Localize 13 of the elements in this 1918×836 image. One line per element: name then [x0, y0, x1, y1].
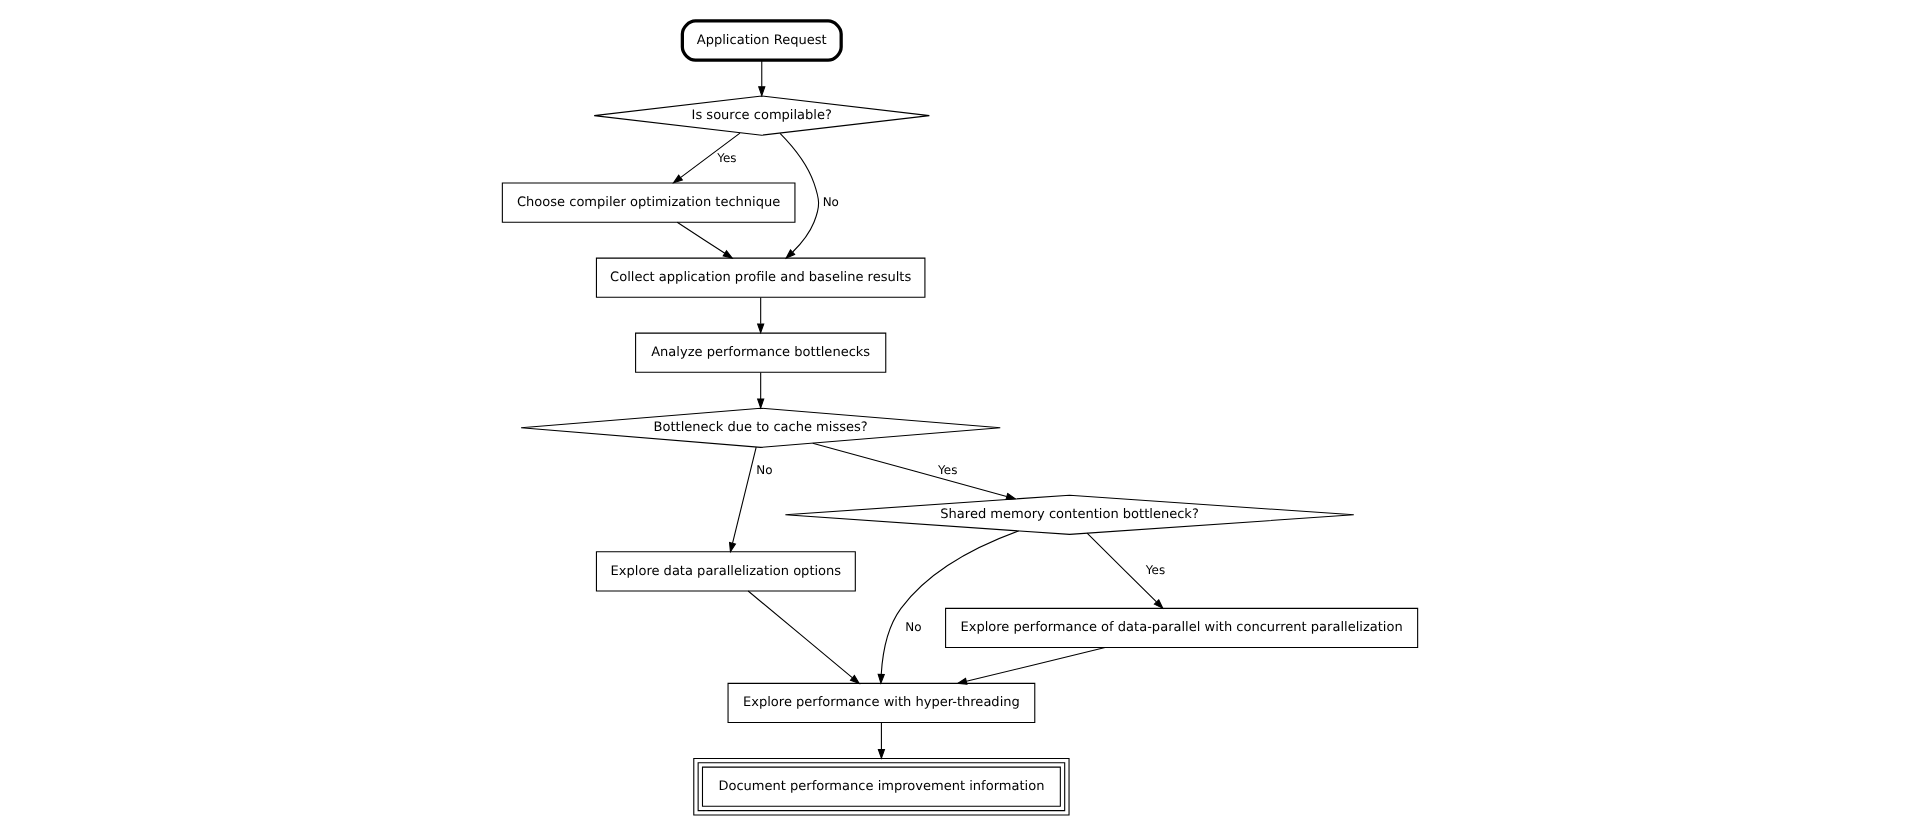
arrow: [671, 132, 740, 184]
arrow: [876, 722, 885, 760]
arrow: [675, 221, 733, 259]
arrow: [1085, 532, 1163, 610]
arrow: [746, 590, 860, 685]
arrow: [756, 59, 765, 98]
arrow: [727, 446, 756, 554]
arrow: [955, 647, 1105, 685]
arrow: [755, 372, 764, 410]
arrow: [876, 530, 1019, 685]
arrow: [778, 132, 819, 260]
arrow: [811, 442, 1016, 501]
arrow: [755, 297, 764, 335]
